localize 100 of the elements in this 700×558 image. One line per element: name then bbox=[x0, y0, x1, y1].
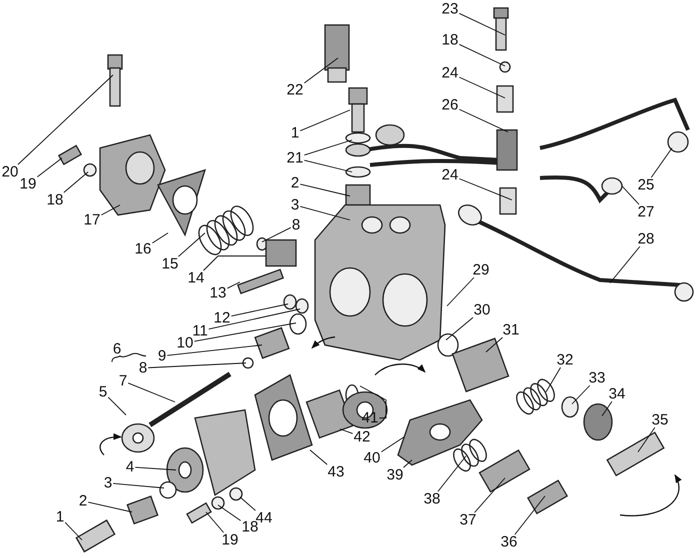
leader-line bbox=[304, 140, 352, 156]
leader-line bbox=[602, 401, 612, 416]
callout-number: 3 bbox=[290, 198, 300, 212]
callout-number: 37 bbox=[458, 512, 478, 528]
callout-number: 8 bbox=[290, 218, 302, 232]
callout-number: 3 bbox=[102, 476, 114, 490]
leader-line bbox=[100, 204, 120, 216]
leader-line bbox=[148, 362, 246, 368]
leader-line bbox=[203, 256, 266, 271]
leader-line bbox=[446, 317, 474, 340]
callout-number: 32 bbox=[556, 352, 574, 368]
leader-line bbox=[300, 184, 350, 196]
leader-line bbox=[486, 337, 503, 352]
leader-line bbox=[650, 148, 672, 178]
leader-line bbox=[458, 178, 512, 200]
leader-line bbox=[340, 428, 354, 434]
leader-line bbox=[88, 502, 132, 512]
leader-line bbox=[226, 282, 240, 289]
callout-number: 29 bbox=[472, 262, 490, 278]
leader-line bbox=[218, 504, 242, 522]
callout-number: 19 bbox=[18, 176, 38, 192]
leader-line bbox=[458, 44, 506, 66]
callout-number: 36 bbox=[500, 534, 518, 550]
leader-line bbox=[572, 385, 590, 404]
leader-line bbox=[18, 74, 114, 165]
callout-number: 27 bbox=[636, 204, 656, 220]
callout-number: 1 bbox=[290, 126, 300, 140]
callout-number: 5 bbox=[98, 384, 108, 400]
callout-number: 11 bbox=[191, 324, 209, 338]
leader-line bbox=[622, 186, 640, 205]
leader-line bbox=[152, 232, 168, 244]
leader-line bbox=[240, 496, 256, 511]
leader-line bbox=[112, 483, 164, 488]
callout-number: 18 bbox=[46, 192, 64, 208]
leader-line bbox=[458, 108, 508, 132]
leader-line bbox=[206, 512, 224, 533]
leader-line bbox=[134, 466, 176, 470]
leader-line bbox=[63, 172, 88, 193]
leader-line bbox=[458, 12, 506, 36]
callout-number: 8 bbox=[138, 360, 148, 376]
leader-line bbox=[36, 158, 62, 178]
leader-line bbox=[166, 344, 262, 356]
callout-number: 6 bbox=[112, 342, 122, 356]
callout-number: 40 bbox=[362, 450, 382, 466]
callout-number: 34 bbox=[608, 386, 626, 402]
callout-number: 2 bbox=[290, 176, 300, 190]
leader-line bbox=[300, 110, 350, 132]
leader-line bbox=[262, 227, 292, 242]
leader-line bbox=[304, 160, 352, 172]
callout-number: 33 bbox=[588, 370, 606, 386]
callout-number: 30 bbox=[472, 302, 492, 318]
leader-line bbox=[446, 277, 474, 306]
callout-number: 20 bbox=[0, 164, 20, 180]
leader-line bbox=[300, 206, 350, 220]
leader-line bbox=[64, 522, 82, 540]
leader-line bbox=[380, 436, 404, 452]
leader-line bbox=[403, 460, 412, 468]
callout-number: 43 bbox=[326, 464, 346, 480]
callout-number: 4 bbox=[124, 460, 136, 474]
leader-line bbox=[474, 478, 506, 513]
callout-number: 22 bbox=[286, 82, 304, 98]
callout-number: 9 bbox=[156, 348, 168, 364]
callout-number: 28 bbox=[636, 232, 656, 246]
callout-number: 19 bbox=[220, 532, 240, 548]
leader-line bbox=[108, 396, 126, 416]
callout-number: 2 bbox=[78, 494, 88, 508]
leader-line bbox=[546, 367, 561, 392]
callout-number: 24 bbox=[440, 168, 460, 182]
leader-line bbox=[304, 58, 338, 84]
callout-number: 21 bbox=[286, 150, 304, 166]
callout-number: 42 bbox=[352, 430, 372, 444]
callout-number: 18 bbox=[240, 520, 260, 534]
callout-number: 18 bbox=[440, 32, 460, 48]
leader-line bbox=[178, 232, 206, 257]
callout-number: 12 bbox=[212, 310, 232, 326]
callout-number: 13 bbox=[208, 286, 228, 300]
callout-number: 1 bbox=[54, 510, 66, 524]
callout-number: 39 bbox=[386, 468, 404, 482]
leader-line bbox=[230, 304, 288, 316]
callout-number: 35 bbox=[650, 412, 670, 428]
callout-number: 10 bbox=[176, 336, 194, 350]
leader-line bbox=[194, 322, 296, 342]
callout-number: 14 bbox=[186, 270, 206, 286]
callout-number: 16 bbox=[134, 242, 152, 256]
leader-line bbox=[514, 496, 546, 535]
leader-line bbox=[437, 456, 466, 492]
callout-number: 31 bbox=[502, 322, 520, 338]
callout-number: 15 bbox=[160, 256, 180, 272]
callout-number: 38 bbox=[422, 492, 442, 506]
callout-number: 23 bbox=[440, 2, 460, 16]
callout-number: 25 bbox=[636, 178, 656, 192]
leader-line bbox=[310, 450, 328, 465]
callout-number: 7 bbox=[118, 374, 128, 388]
leader-line bbox=[610, 246, 640, 284]
callout-number: 26 bbox=[440, 98, 460, 112]
callout-number: 17 bbox=[82, 212, 102, 228]
leader-line bbox=[128, 382, 176, 402]
leader-line bbox=[458, 76, 506, 98]
leader-line bbox=[208, 308, 300, 330]
callout-number: 24 bbox=[440, 66, 460, 80]
